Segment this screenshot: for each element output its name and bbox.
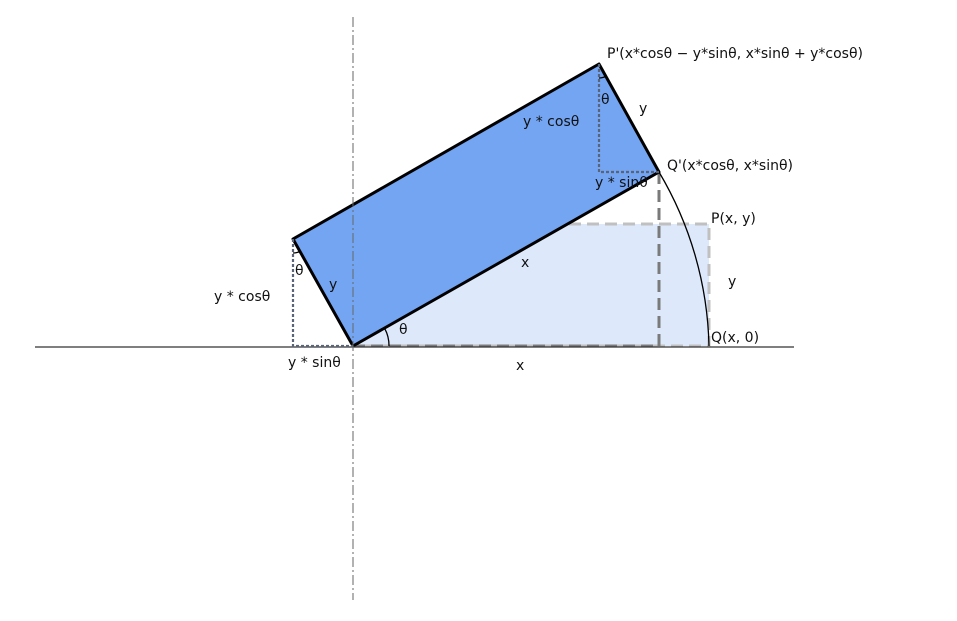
label-y-sin-top: y * sinθ [595,175,648,191]
theta-arc-origin [384,327,390,347]
label-x-bottom: x [516,358,524,374]
label-y-right: y [728,274,736,290]
label-q-prime: Q'(x*cosθ, x*sinθ) [667,158,793,174]
label-y-sin-bottom: y * sinθ [288,355,341,371]
theta-arc-top [598,75,607,79]
left-dotted-triangle [291,239,353,348]
label-y-cos-top: y * cosθ [523,114,579,130]
label-p-prime: P'(x*cosθ − y*sinθ, x*sinθ + y*cosθ) [607,46,863,62]
label-x-diagonal: x [521,255,529,271]
label-y-left: y [329,277,337,293]
label-theta-origin: θ [399,322,408,338]
theta-arc-left [292,250,301,254]
label-p: P(x, y) [711,211,756,227]
label-y-top-right: y [639,101,647,117]
rotation-arc [658,171,710,347]
label-theta-left: θ [295,263,304,279]
label-q: Q(x, 0) [711,330,759,346]
label-theta-top: θ [601,92,610,108]
label-y-cos-left: y * cosθ [214,289,270,305]
top-dotted-triangle [597,64,659,174]
